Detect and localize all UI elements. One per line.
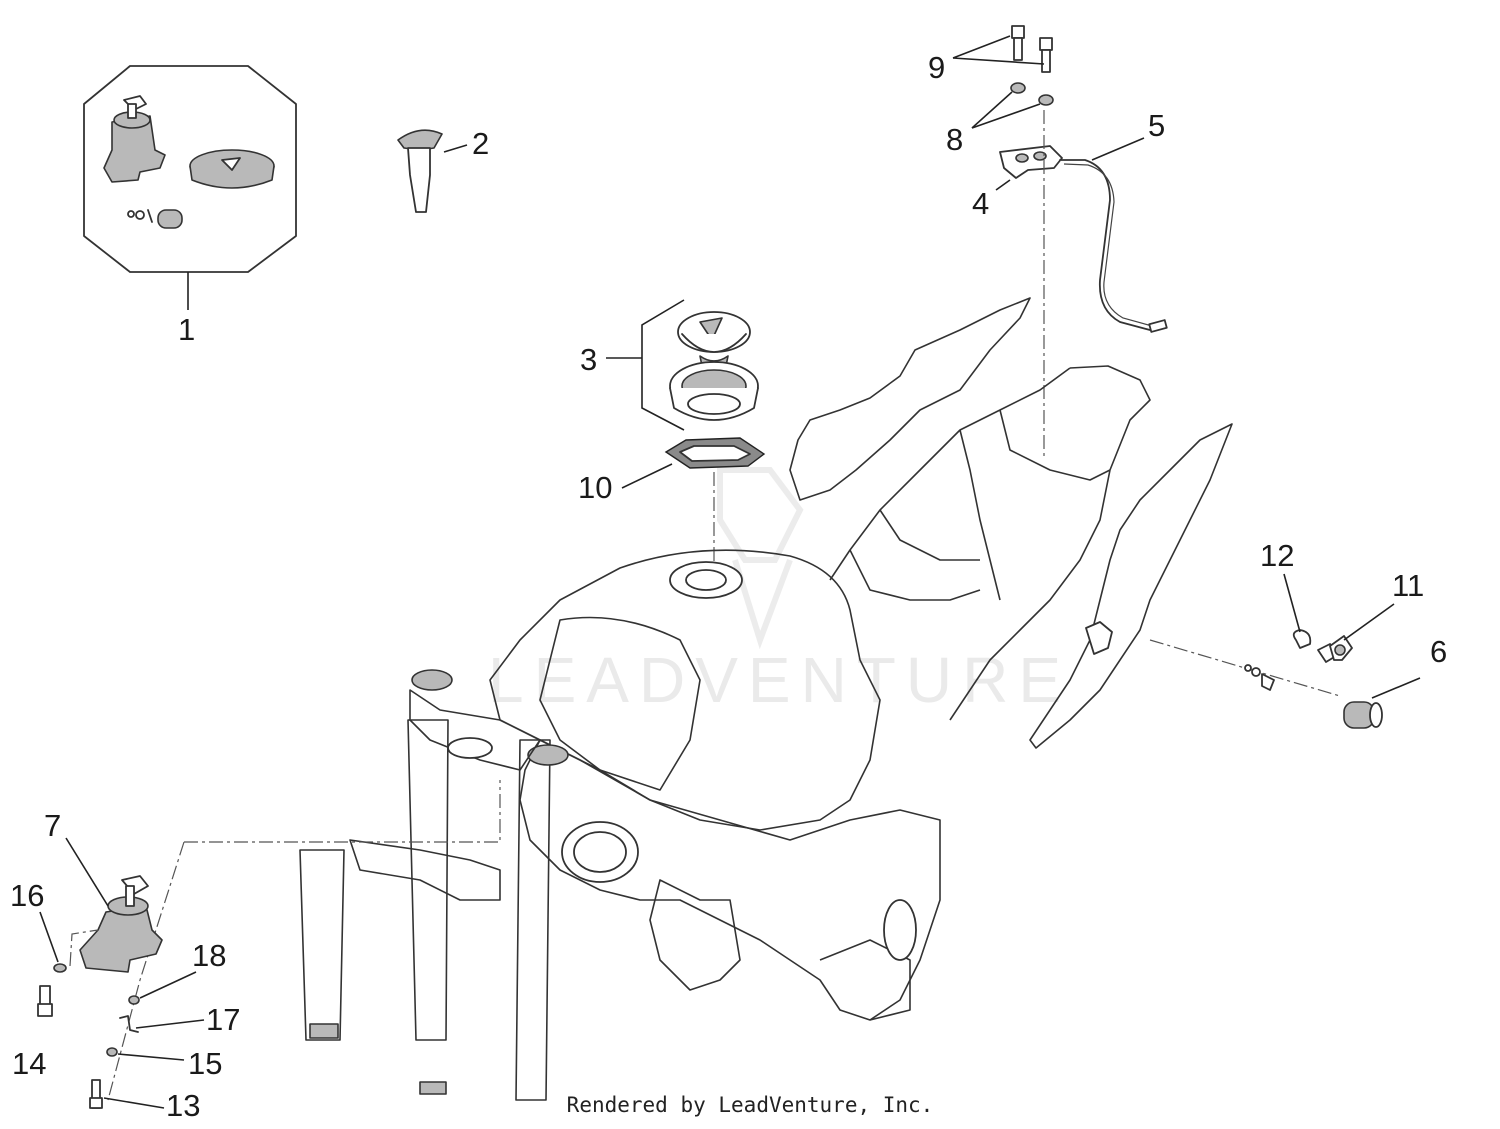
callout-7: 7 — [44, 808, 61, 843]
washer-16-icon — [53, 963, 67, 973]
callout-16: 16 — [10, 878, 44, 913]
filler-gasket-icon — [664, 437, 766, 469]
callout-13: 13 — [166, 1088, 200, 1123]
callout-4: 4 — [972, 186, 989, 221]
filler-cap-base-icon — [669, 361, 759, 421]
callout-11: 11 — [1392, 568, 1424, 603]
watermark: LEADVENTURE — [488, 467, 1071, 716]
seat-release-cable-icon — [1059, 159, 1151, 331]
callout-14: 14 — [12, 1046, 46, 1081]
filler-cap-top-icon — [677, 311, 751, 370]
ignition-switch-group — [37, 780, 501, 1109]
kit-seat-lock-icon — [127, 209, 183, 229]
callout-12: 12 — [1260, 538, 1294, 573]
reflector-bracket-icon — [1085, 621, 1113, 655]
kit-fuel-cap-icon — [189, 149, 275, 189]
callout-labels: 1 2 3 4 5 6 7 8 9 10 11 12 13 14 15 16 1… — [10, 50, 1447, 1123]
bolt-9-icon — [1011, 25, 1053, 73]
seat-release-group — [952, 25, 1168, 460]
fuel-filler-cap-group — [606, 299, 766, 572]
callout-10: 10 — [578, 470, 612, 505]
callout-6: 6 — [1430, 634, 1447, 669]
front-fork-icon — [299, 669, 569, 1101]
callout-9: 9 — [928, 50, 945, 85]
callout-8: 8 — [946, 122, 963, 157]
ignition-switch-7-icon — [79, 875, 163, 973]
washer-15-icon — [106, 1047, 118, 1057]
lock-small-parts-icon — [1244, 664, 1275, 691]
render-credit: Rendered by LeadVenture, Inc. — [566, 1093, 934, 1117]
callout-2: 2 — [472, 126, 489, 161]
motorcycle-frame-outline — [299, 297, 1233, 1101]
lock-spring-12-icon — [1292, 629, 1312, 649]
callout-5: 5 — [1148, 108, 1165, 143]
callout-18: 18 — [192, 938, 226, 973]
seat-lock-barrel-icon — [1343, 701, 1383, 729]
washer-18-icon — [128, 995, 140, 1005]
seat-latch-plate-icon — [999, 145, 1063, 179]
callout-15: 15 — [188, 1046, 222, 1081]
callout-17: 17 — [206, 1002, 240, 1037]
seat-lock-group — [1149, 573, 1421, 729]
key-blank-icon — [397, 129, 468, 213]
bolt-14-icon — [37, 985, 53, 1017]
clip-17-icon — [119, 1015, 139, 1033]
bolt-13-icon — [89, 1079, 103, 1109]
watermark-text: LEADVENTURE — [488, 644, 1071, 716]
callout-1: 1 — [178, 312, 195, 347]
lock-lever-11-icon — [1317, 635, 1353, 663]
ignition-kit-group — [83, 65, 297, 310]
kit-ignition-switch-icon — [103, 95, 166, 183]
callout-3: 3 — [580, 342, 597, 377]
nut-8-icon — [1010, 82, 1054, 106]
